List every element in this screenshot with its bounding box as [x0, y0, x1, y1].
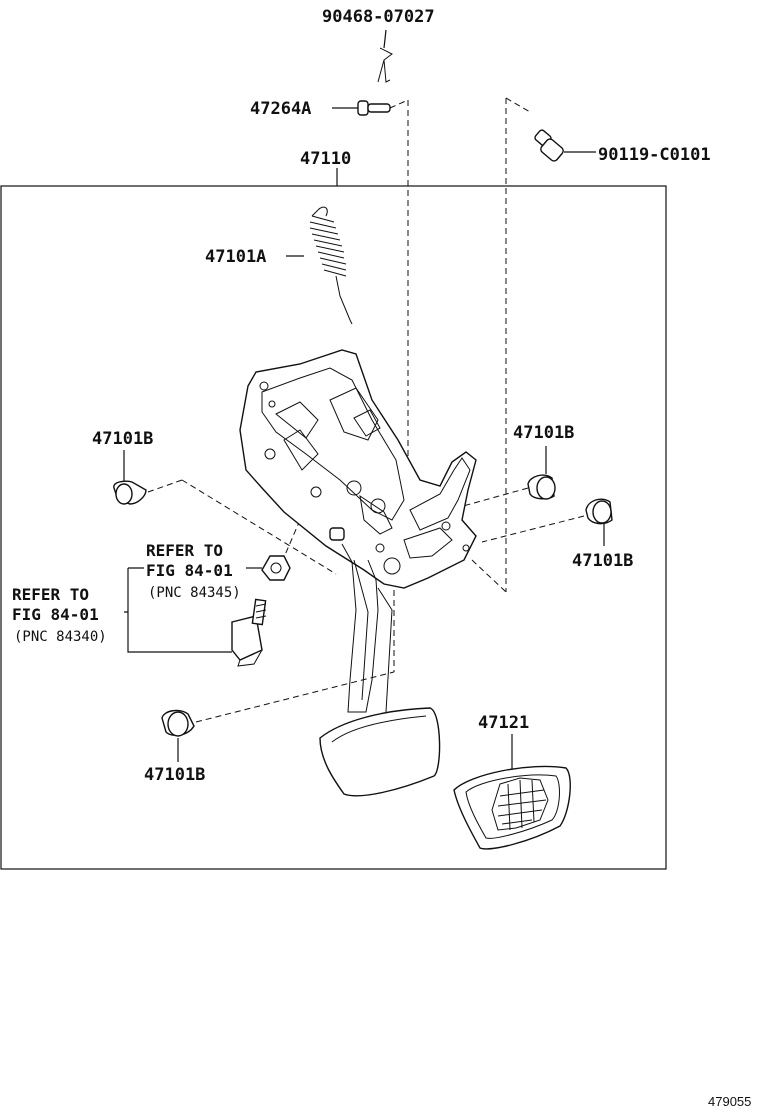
refer-lower-line2: FIG 84-01 [12, 605, 99, 624]
label-bushing-lower: 47101B [144, 765, 205, 785]
label-spring: 47101A [205, 247, 266, 267]
refer-upper-pnc: (PNC 84345) [148, 585, 241, 601]
bushing-left-part [113, 450, 147, 505]
refer-lower-pnc: (PNC 84340) [14, 629, 107, 645]
pedal-bracket-part [239, 349, 477, 589]
switch-clip-part [246, 555, 291, 581]
diagram-id: 479055 [708, 1094, 751, 1109]
pin-part [332, 99, 409, 116]
label-bolt: 90119-C0101 [598, 145, 711, 165]
label-pad: 47121 [478, 713, 529, 733]
refer-lower-line1: REFER TO [12, 585, 89, 604]
refer-upper-line2: FIG 84-01 [146, 561, 233, 580]
label-pin: 47264A [250, 99, 311, 119]
clip-pin-part [377, 29, 393, 83]
pedal-pad-part [453, 734, 571, 850]
assembly-frame [0, 185, 667, 870]
bushing-right-bottom-part [585, 498, 613, 546]
label-clip-pin: 90468-07027 [322, 7, 435, 27]
label-bushing-right-bottom: 47101B [572, 551, 633, 571]
bushing-lower-part [161, 709, 195, 762]
bushing-right-top-part [527, 446, 556, 500]
refer-upper-line1: REFER TO [146, 541, 223, 560]
refer-bracket [124, 567, 232, 653]
pedal-arm-part [319, 543, 441, 797]
label-assembly: 47110 [300, 149, 351, 169]
return-spring-part [286, 206, 353, 325]
label-bushing-right-top: 47101B [513, 423, 574, 443]
bolt-part [534, 129, 596, 162]
label-bushing-left: 47101B [92, 429, 153, 449]
stop-lamp-switch-part [231, 598, 267, 667]
